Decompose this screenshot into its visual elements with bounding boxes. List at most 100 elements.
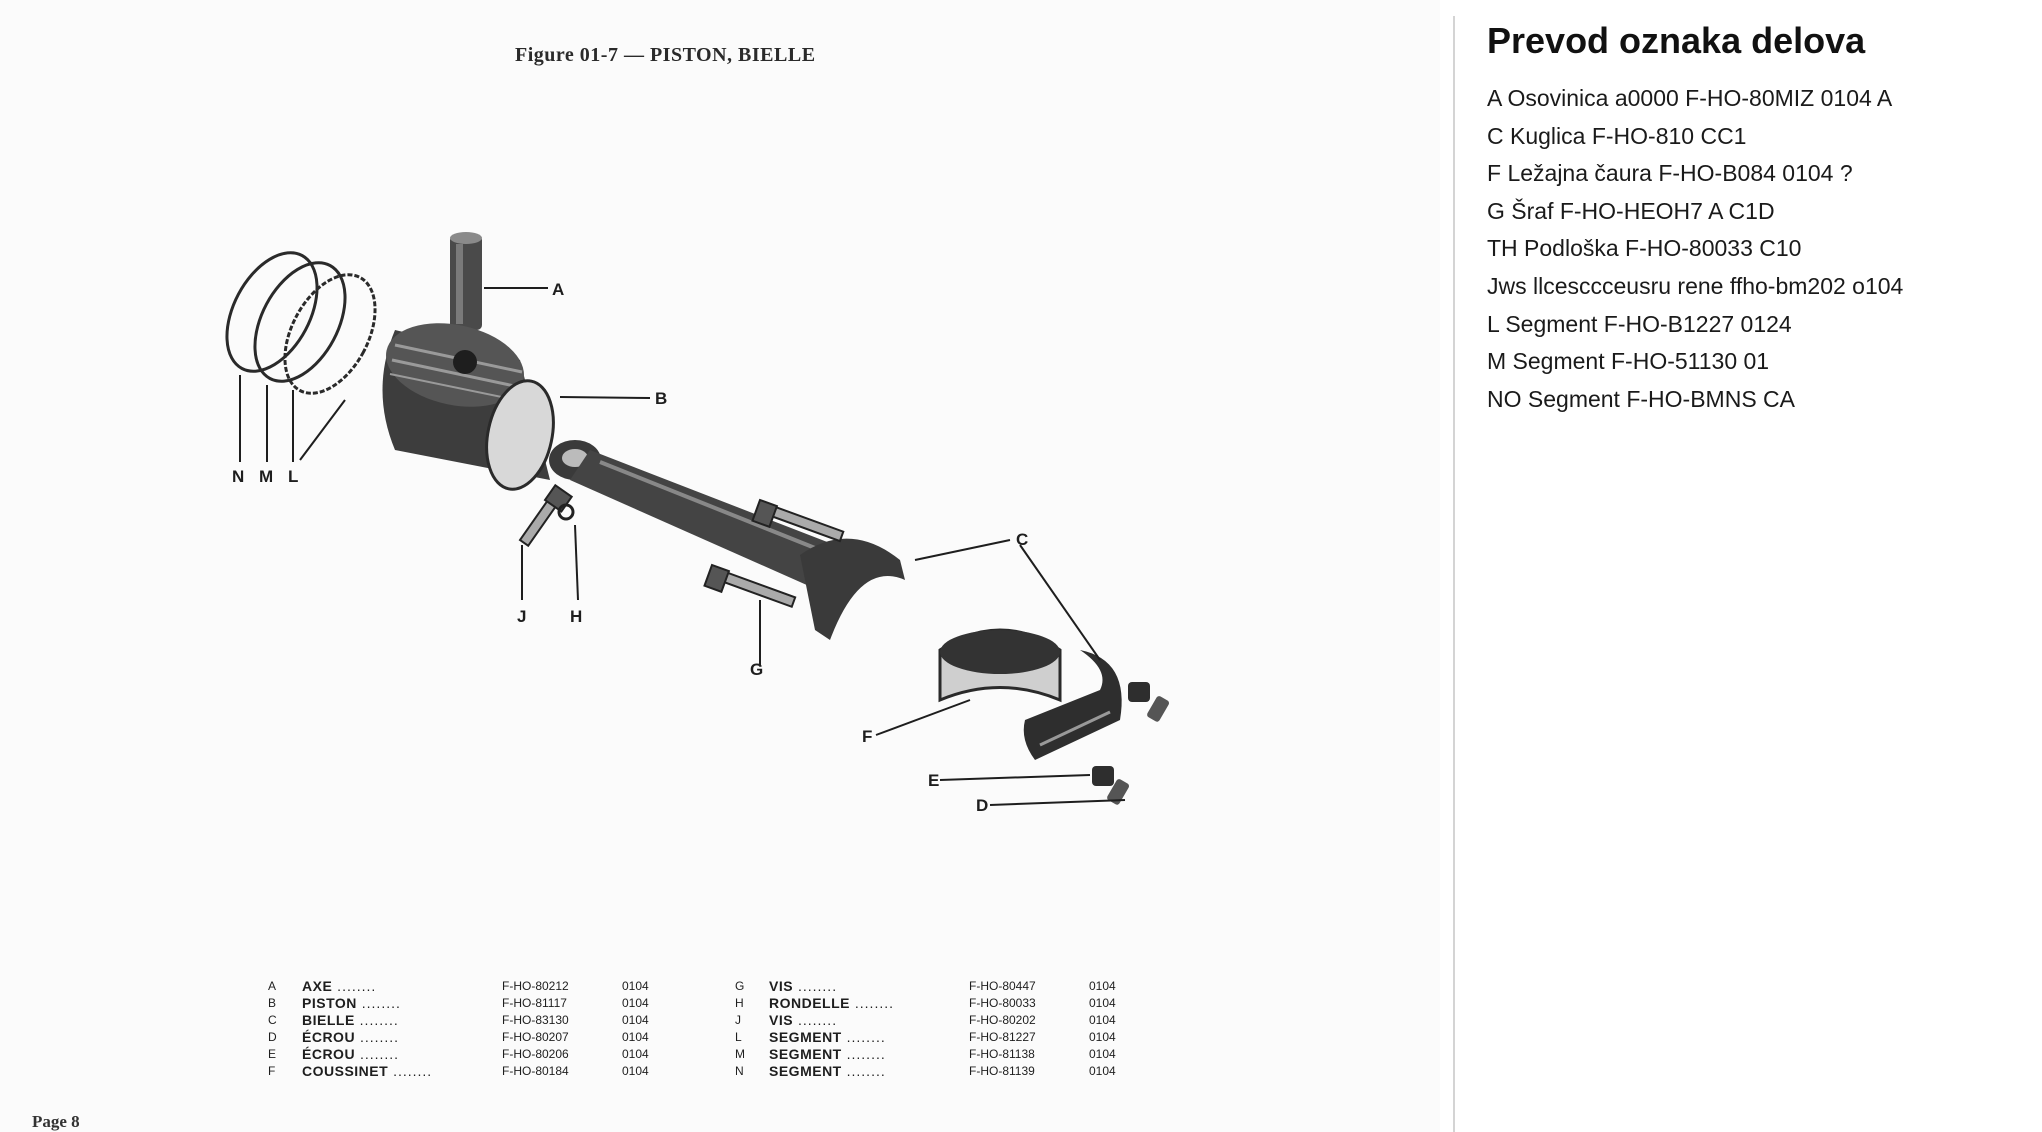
table-row: H RONDELLEF-HO-80033 0104 — [735, 995, 1149, 1012]
part-name: VIS — [769, 978, 969, 995]
list-item: M Segment F-HO-51130 01 — [1487, 348, 1770, 375]
figure-title: Figure 01-7 — PISTON, BIELLE — [515, 44, 816, 66]
list-item: L Segment F-HO-B1227 0124 — [1487, 310, 1792, 337]
piston-pin-part — [450, 232, 482, 330]
piston-part — [382, 323, 555, 491]
translation-list: A Osovinica a0000 F-HO-80MIZ 0104 A C Ku… — [1487, 80, 2027, 418]
list-item: NO Segment F-HO-BMNS CA — [1487, 385, 1795, 412]
table-row: C BIELLEF-HO-83130 0104 — [268, 1012, 682, 1029]
part-code: G — [735, 979, 745, 993]
part-ref: F-HO-80212 — [502, 979, 569, 993]
table-row: M SEGMENTF-HO-81138 0104 — [735, 1046, 1149, 1063]
callout-l: L — [288, 467, 298, 486]
part-ref: F-HO-80447 — [969, 979, 1036, 993]
part-num: 0104 — [622, 979, 649, 993]
part-ref: F-HO-80033 — [969, 996, 1036, 1010]
parts-table-right: GVISF-HO-804470104HRONDELLEF-HO-80033010… — [735, 978, 1149, 1080]
part-code: L — [735, 1030, 742, 1044]
callout-m: M — [259, 467, 273, 486]
list-item: TH Podloška F-HO-80033 C10 — [1487, 235, 1802, 262]
part-name: SEGMENT — [769, 1029, 969, 1046]
part-name: COUSSINET — [302, 1063, 502, 1080]
table-row: E ÉCROUF-HO-80206 0104 — [268, 1046, 682, 1063]
part-num: 0104 — [622, 1013, 649, 1027]
part-num: 0104 — [1089, 1030, 1116, 1044]
callout-f: F — [862, 727, 872, 746]
scanned-manual-page: Figure 01-7 — PISTON, BIELLE — [0, 0, 1440, 1132]
nut-parts — [1092, 682, 1170, 805]
part-ref: F-HO-83130 — [502, 1013, 569, 1027]
part-ref: F-HO-80207 — [502, 1030, 569, 1044]
part-code: M — [735, 1047, 745, 1061]
part-name: VIS — [769, 1012, 969, 1029]
list-item: Jws llcesccceusru rene ffho-bm202 o104 — [1487, 272, 1904, 299]
list-item: C Kuglica F-HO-810 CC1 — [1487, 122, 1747, 149]
list-item: A Osovinica a0000 F-HO-80MIZ 0104 A — [1487, 85, 1893, 111]
part-num: 0104 — [1089, 1047, 1116, 1061]
part-num: 0104 — [1089, 1064, 1116, 1078]
part-name: SEGMENT — [769, 1046, 969, 1063]
part-name: ÉCROU — [302, 1046, 502, 1063]
table-row: D ÉCROUF-HO-80207 0104 — [268, 1029, 682, 1046]
part-ref: F-HO-81138 — [969, 1047, 1035, 1061]
list-item: F Ležajna čaura F-HO-B084 0104 ? — [1487, 160, 1853, 187]
part-ref: F-HO-81139 — [969, 1064, 1035, 1078]
washer-part — [557, 503, 575, 521]
part-num: 0104 — [1089, 1013, 1116, 1027]
exploded-view-illustration: A B C D E F G H J N M L — [225, 232, 1170, 815]
part-num: 0104 — [622, 996, 649, 1010]
callout-b: B — [655, 389, 667, 408]
part-num: 0104 — [622, 1064, 649, 1078]
list-item: G Šraf F-HO-HEOH7 A C1D — [1487, 197, 1775, 224]
bearing-shells-part — [938, 628, 1122, 760]
part-code: E — [268, 1047, 277, 1061]
piston-rings — [225, 251, 377, 395]
bolt-parts — [518, 483, 845, 609]
leader-lines — [239, 287, 1126, 806]
table-row: G VISF-HO-80447 0104 — [735, 978, 1149, 995]
part-code: N — [735, 1064, 744, 1078]
part-code: D — [268, 1030, 277, 1044]
part-name: AXE — [302, 978, 502, 995]
part-ref: F-HO-81117 — [502, 996, 567, 1010]
part-name: BIELLE — [302, 1012, 502, 1029]
page-number: Page 8 — [32, 1112, 80, 1131]
part-ref: F-HO-80184 — [502, 1064, 569, 1078]
table-row: J VISF-HO-80202 0104 — [735, 1012, 1149, 1029]
part-num: 0104 — [622, 1030, 649, 1044]
part-code: J — [735, 1013, 741, 1027]
table-row: N SEGMENTF-HO-81139 0104 — [735, 1063, 1149, 1080]
part-num: 0104 — [1089, 996, 1116, 1010]
part-code: H — [735, 996, 744, 1010]
part-num: 0104 — [622, 1047, 649, 1061]
part-code: F — [268, 1064, 276, 1078]
part-code: C — [268, 1013, 277, 1027]
table-row: A AXEF-HO-80212 0104 — [268, 978, 682, 995]
translation-panel: Prevod oznaka delova A Osovinica a0000 F… — [1487, 20, 2027, 418]
callout-e: E — [928, 771, 939, 790]
panel-title: Prevod oznaka delova — [1487, 20, 1866, 61]
part-name: SEGMENT — [769, 1063, 969, 1080]
callout-g: G — [750, 660, 763, 679]
part-ref: F-HO-81227 — [969, 1030, 1036, 1044]
connecting-rod-part — [549, 440, 905, 640]
part-name: RONDELLE — [769, 995, 969, 1012]
part-num: 0104 — [1089, 979, 1116, 993]
table-row: F COUSSINETF-HO-80184 0104 — [268, 1063, 682, 1080]
callout-c: C — [1016, 530, 1028, 549]
callout-a: A — [552, 280, 564, 299]
part-code: A — [268, 979, 277, 993]
callout-h: H — [570, 607, 582, 626]
part-ref: F-HO-80206 — [502, 1047, 569, 1061]
callout-labels: A B C D E F G H J N M L — [232, 280, 1028, 815]
part-code: B — [268, 996, 277, 1010]
divider — [1453, 16, 1455, 1132]
parts-table-left: AAXEF-HO-802120104BPISTONF-HO-811170104C… — [268, 978, 682, 1080]
part-ref: F-HO-80202 — [969, 1013, 1036, 1027]
table-row: L SEGMENTF-HO-81227 0104 — [735, 1029, 1149, 1046]
callout-n: N — [232, 467, 244, 486]
callout-j: J — [517, 607, 526, 626]
part-name: ÉCROU — [302, 1029, 502, 1046]
callout-d: D — [976, 796, 988, 815]
